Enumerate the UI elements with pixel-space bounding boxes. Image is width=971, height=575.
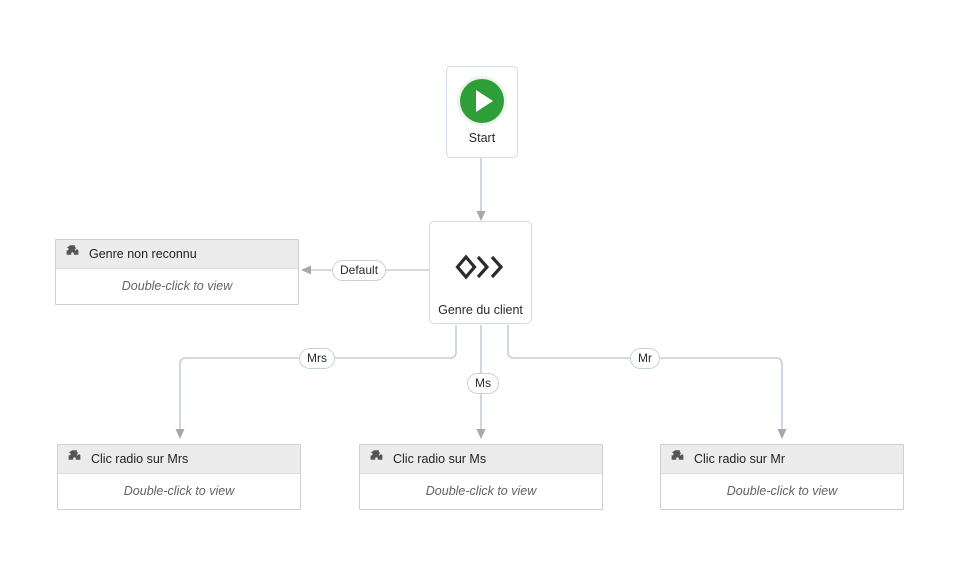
edge-label-default[interactable]: Default <box>332 260 387 281</box>
edge-label-mr[interactable]: Mr <box>630 348 660 369</box>
play-triangle <box>476 90 493 112</box>
node-module-clic-radio-sur-ms[interactable]: Clic radio sur Ms Double-click to view <box>359 444 603 510</box>
module-header: Clic radio sur Mr <box>661 445 903 474</box>
decision-node-label: Genre du client <box>438 302 523 317</box>
node-decision[interactable]: Genre du client <box>429 221 532 324</box>
edge-label-mrs[interactable]: Mrs <box>299 348 335 369</box>
module-icon <box>65 244 80 264</box>
module-body[interactable]: Double-click to view <box>661 474 903 509</box>
module-body[interactable]: Double-click to view <box>360 474 602 509</box>
module-header: Genre non reconnu <box>56 240 298 269</box>
node-module-genre-non-reconnu[interactable]: Genre non reconnu Double-click to view <box>55 239 299 305</box>
module-header: Clic radio sur Ms <box>360 445 602 474</box>
module-hint: Double-click to view <box>425 484 537 499</box>
module-hint: Double-click to view <box>123 484 235 499</box>
module-icon <box>670 449 685 469</box>
play-icon <box>460 79 504 123</box>
module-icon <box>369 449 384 469</box>
start-node-label: Start <box>468 131 496 145</box>
module-hint: Double-click to view <box>121 279 233 294</box>
module-hint: Double-click to view <box>726 484 838 499</box>
module-icon <box>67 449 82 469</box>
edge-decision-to-mrs <box>175 325 457 439</box>
module-header: Clic radio sur Mrs <box>58 445 300 474</box>
module-title: Clic radio sur Mrs <box>91 451 189 466</box>
module-title: Clic radio sur Ms <box>393 451 487 466</box>
node-start[interactable]: Start <box>446 66 518 158</box>
module-title: Clic radio sur Mr <box>694 451 785 466</box>
branch-decision-icon <box>453 253 509 286</box>
edge-decision-to-mr <box>507 325 787 439</box>
module-body[interactable]: Double-click to view <box>56 269 298 304</box>
node-module-clic-radio-sur-mr[interactable]: Clic radio sur Mr Double-click to view <box>660 444 904 510</box>
edge-label-ms[interactable]: Ms <box>467 373 499 394</box>
node-module-clic-radio-sur-mrs[interactable]: Clic radio sur Mrs Double-click to view <box>57 444 301 510</box>
module-body[interactable]: Double-click to view <box>58 474 300 509</box>
module-title: Genre non reconnu <box>89 246 197 261</box>
